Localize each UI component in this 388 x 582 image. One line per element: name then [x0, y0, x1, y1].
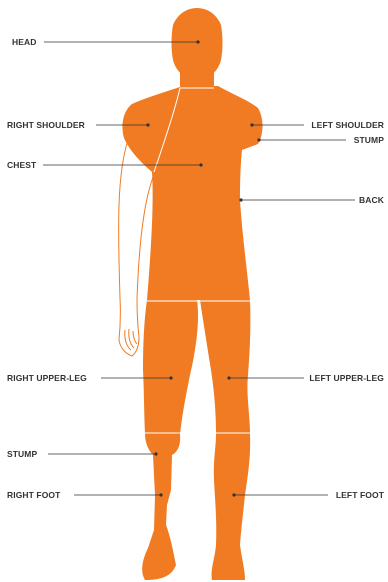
label-left-foot: LEFT FOOT: [336, 490, 384, 500]
right-leg: [142, 300, 198, 580]
back-dot: [239, 198, 242, 201]
label-right-shoulder: RIGHT SHOULDER: [7, 120, 85, 130]
label-left-shoulder: LEFT SHOULDER: [311, 120, 384, 130]
stump-arm-dot: [257, 138, 260, 141]
label-head: HEAD: [12, 37, 37, 47]
stump-leg-dot: [154, 452, 157, 455]
left-shoulder-dot: [250, 123, 253, 126]
head: [172, 8, 223, 80]
right-shoulder-dot: [146, 123, 149, 126]
left-foot-dot: [232, 493, 235, 496]
chest-dot: [199, 163, 202, 166]
label-chest: CHEST: [7, 160, 36, 170]
left-upper-leg-dot: [227, 376, 230, 379]
left-leg: [200, 300, 250, 580]
label-right-foot: RIGHT FOOT: [7, 490, 60, 500]
right-foot-dot: [159, 493, 162, 496]
label-back: BACK: [359, 195, 384, 205]
head-dot: [196, 40, 199, 43]
label-stump-arm: STUMP: [354, 135, 384, 145]
right-upper-leg-dot: [169, 376, 172, 379]
label-right-upper-leg: RIGHT UPPER-LEG: [7, 373, 87, 383]
label-stump-leg: STUMP: [7, 449, 37, 459]
label-left-upper-leg: LEFT UPPER-LEG: [309, 373, 384, 383]
